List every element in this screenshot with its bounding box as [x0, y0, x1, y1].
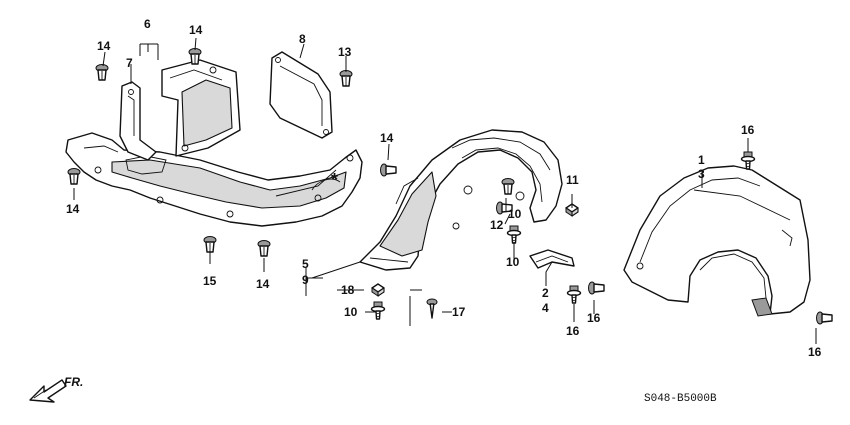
callout-11: 11	[566, 173, 579, 187]
engine-undercover	[65, 132, 363, 227]
callout-14: 14	[189, 23, 203, 37]
front-direction-arrow: FR.	[29, 375, 83, 403]
side-cover-panel	[269, 51, 333, 139]
flange-bolt	[566, 285, 582, 304]
callout-13: 13	[338, 45, 352, 59]
callout-14: 14	[66, 202, 80, 216]
front-direction-label: FR.	[64, 375, 83, 389]
callout-labels: 6 7 14 14 8 13 14 14 15 14 5 9 18 10 17 …	[66, 17, 822, 359]
callout-17: 17	[452, 305, 466, 319]
callout-16: 16	[566, 324, 580, 338]
push-clip	[339, 70, 353, 87]
callout-10: 10	[508, 207, 522, 221]
undercover-rear-bracket	[161, 59, 241, 157]
flange-bolt	[370, 301, 386, 320]
side-clip	[816, 311, 833, 325]
tapping-screw	[426, 298, 438, 319]
callout-8: 8	[299, 32, 306, 46]
callout-3: 3	[698, 167, 705, 181]
leader-lines	[73, 37, 817, 344]
callout-7: 7	[126, 56, 133, 70]
side-clip	[380, 163, 397, 177]
push-clip	[188, 48, 202, 65]
callout-4: 4	[542, 301, 549, 315]
asterisk-mark: *	[331, 170, 338, 190]
flange-bolt	[740, 151, 756, 170]
callout-5: 5	[302, 257, 309, 271]
side-clip	[588, 281, 605, 295]
undercover-side-bracket	[119, 81, 157, 161]
diagram-code: S048-B5000B	[644, 393, 717, 405]
callout-14: 14	[256, 277, 270, 291]
callout-16: 16	[587, 311, 601, 325]
callout-16: 16	[741, 123, 755, 137]
callout-10: 10	[506, 255, 520, 269]
push-clip	[95, 64, 109, 81]
callout-2: 2	[542, 286, 549, 300]
callout-16: 16	[808, 345, 822, 359]
nut-clip	[371, 283, 385, 297]
callout-12: 12	[490, 218, 504, 232]
callout-18: 18	[341, 283, 355, 297]
flange-bolt	[506, 225, 522, 244]
push-clip	[257, 240, 271, 257]
push-clip	[501, 178, 515, 195]
callout-14: 14	[97, 39, 111, 53]
callout-6: 6	[144, 17, 151, 31]
callout-9: 9	[302, 273, 309, 287]
fender-bracket	[529, 249, 575, 269]
front-fender	[623, 165, 811, 317]
push-clip	[203, 236, 217, 253]
callout-14: 14	[380, 131, 394, 145]
callout-15: 15	[203, 274, 217, 288]
side-clip	[496, 201, 513, 215]
inner-fender	[359, 129, 563, 271]
callout-10: 10	[344, 305, 358, 319]
push-clip	[67, 168, 81, 185]
callout-1: 1	[698, 153, 705, 167]
